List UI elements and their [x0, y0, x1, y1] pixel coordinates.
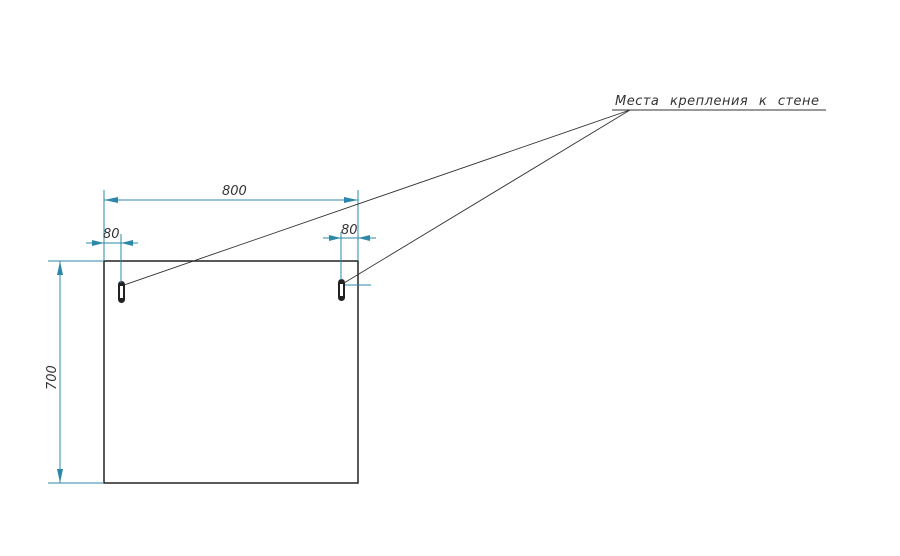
height-dimension-label: 700 [45, 365, 60, 390]
mounting-note-text: Места крепления к стене [615, 94, 820, 109]
right-offset-label: 80 [341, 223, 358, 238]
mounting-hole-right [338, 279, 345, 301]
left-offset-label: 80 [103, 227, 120, 242]
left-offset-dimension: 80 [86, 227, 138, 283]
right-offset-dimension: 80 [323, 223, 376, 286]
width-dimension: 800 [103, 184, 359, 261]
mounting-note-callout: Места крепления к стене [123, 94, 826, 286]
width-dimension-label: 800 [222, 184, 247, 199]
mirror-panel-outline [103, 260, 359, 484]
mounting-hole-left [118, 281, 125, 303]
height-dimension: 700 [45, 260, 104, 484]
